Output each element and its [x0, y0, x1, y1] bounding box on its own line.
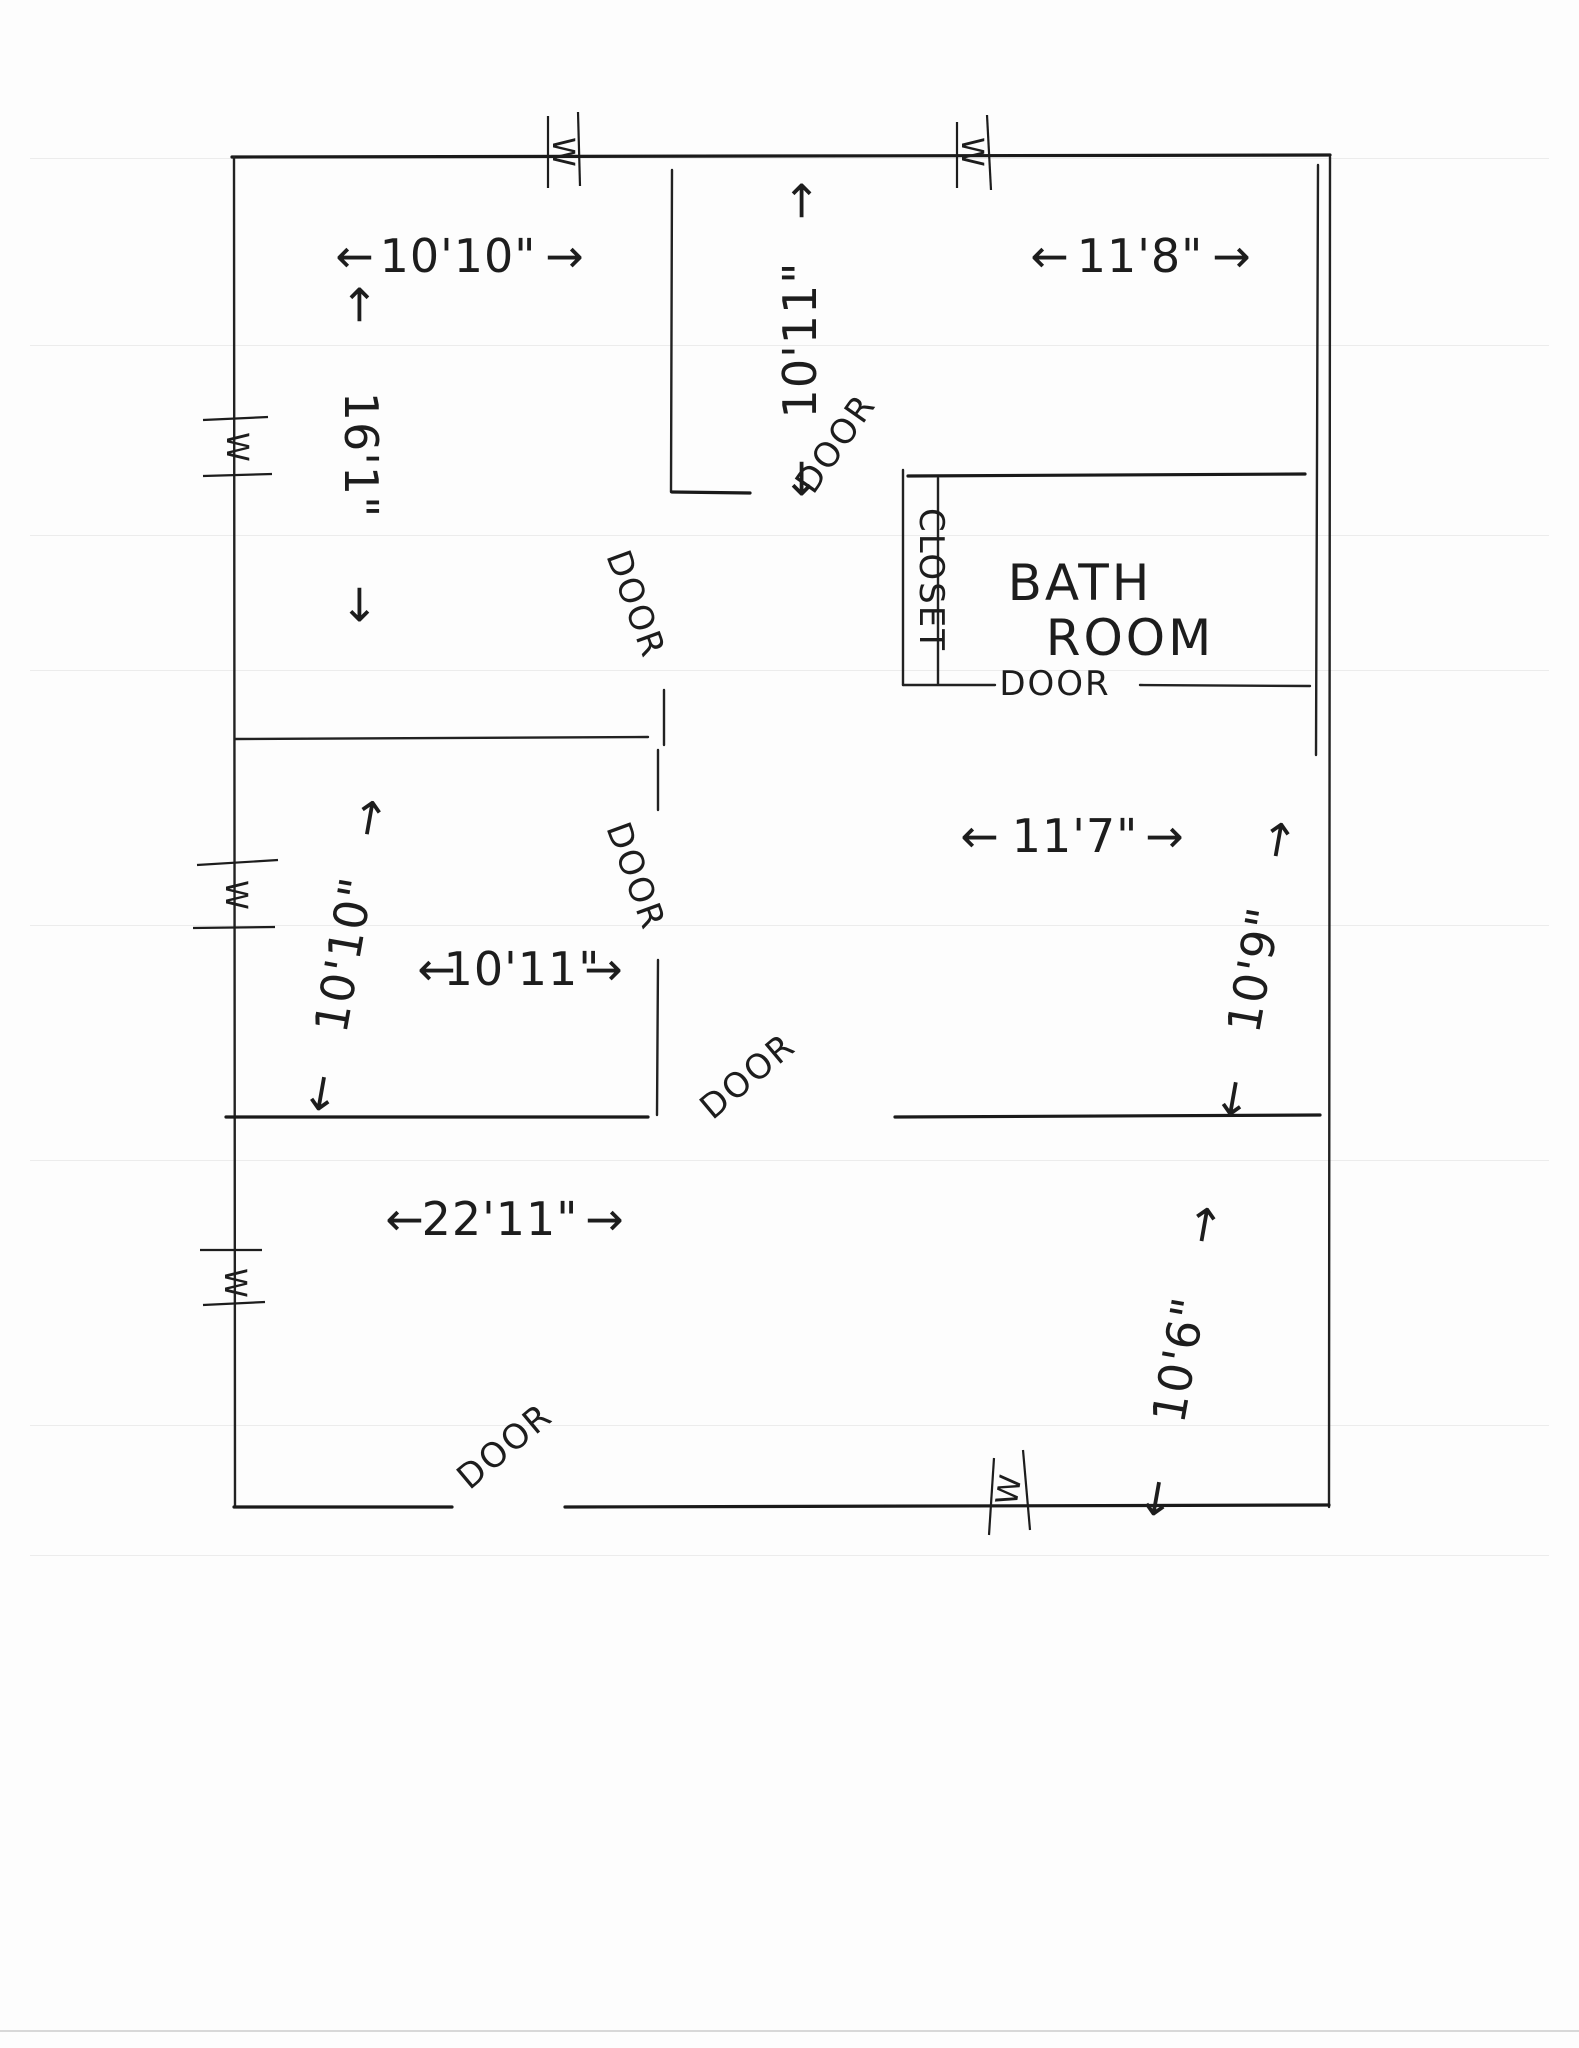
bathroom-top-wall: [906, 472, 1307, 478]
upper-left-length-dimension: 16'1" ← →: [334, 285, 388, 625]
svg-text:→: →: [585, 1192, 625, 1246]
svg-text:←: ←: [334, 285, 388, 325]
svg-text:←: ←: [1201, 1074, 1261, 1122]
door-label-front: DOOR: [449, 1395, 560, 1497]
ruled-line: [30, 158, 1549, 159]
svg-text:W: W: [219, 432, 254, 462]
outer-walls: [230, 153, 1332, 1509]
svg-text:→: →: [334, 585, 388, 625]
middle-right-room-bottom-wall: [893, 1113, 1322, 1119]
window-marker-top-1: W: [545, 111, 582, 188]
svg-text:←: ←: [1030, 229, 1070, 283]
dimension-labels: 10'10" ← → 16'1" ← → 10'11" ← → 11'8" ← …: [290, 180, 1307, 1522]
window-marker-left-2: W: [192, 858, 279, 930]
svg-text:16'1": 16'1": [334, 392, 388, 519]
bottom-room-length-dimension: 10'6" ← →: [1125, 1200, 1233, 1522]
interior-walls: [224, 168, 1322, 1119]
svg-text:11'8": 11'8": [1077, 229, 1204, 283]
svg-text:→: →: [1173, 1200, 1233, 1248]
svg-text:←: ←: [290, 1069, 350, 1117]
middle-right-length-dimension: 10'9" ← →: [1201, 815, 1307, 1122]
svg-text:→: →: [584, 942, 624, 996]
right-wall-inner-line: [1314, 163, 1320, 757]
svg-text:W: W: [990, 1472, 1030, 1507]
svg-text:←: ←: [385, 1192, 425, 1246]
bottom-room-width-dimension: 22'11" ← →: [385, 1192, 625, 1246]
ruled-line: [30, 1555, 1549, 1556]
svg-text:10'10": 10'10": [304, 873, 384, 1037]
door-label-upper-left: DOOR: [598, 545, 674, 663]
window-marker-left-1: W: [202, 415, 273, 478]
ruled-line: [30, 1160, 1549, 1161]
window-marker-left-3: W: [200, 1248, 266, 1307]
door-label-middle-left: DOOR: [598, 817, 674, 935]
door-label-hall: DOOR: [692, 1025, 803, 1127]
svg-text:W: W: [954, 137, 989, 167]
svg-text:←: ←: [417, 942, 457, 996]
svg-text:→: →: [1247, 815, 1307, 863]
svg-text:→: →: [338, 793, 398, 841]
middle-right-width-dimension: 11'7" ← →: [960, 809, 1185, 863]
middle-left-room-right-wall-bottom: [655, 958, 660, 1117]
window-markers: W W W W W: [192, 111, 1032, 1536]
svg-text:←: ←: [335, 229, 375, 283]
svg-text:11'7": 11'7": [1012, 809, 1139, 863]
bathroom-bottom-wall-right: [1138, 683, 1312, 688]
right-wall: [1327, 155, 1332, 1509]
ruled-line: [30, 1425, 1549, 1426]
svg-text:→: →: [773, 180, 827, 220]
upper-left-width-dimension: 10'10" ← →: [335, 229, 585, 283]
upper-middle-room-wall-stub: [670, 490, 752, 495]
door-label-bathroom: DOOR: [999, 664, 1110, 704]
bottom-wall-right-segment: [563, 1503, 1331, 1509]
ruled-line: [30, 535, 1549, 536]
svg-text:10'11": 10'11": [444, 942, 601, 996]
svg-text:→: →: [1145, 809, 1185, 863]
upper-left-room-bottom-wall: [233, 735, 650, 741]
left-wall: [232, 155, 237, 1509]
ruled-line: [30, 670, 1549, 671]
closet-label: CLOSET: [911, 508, 951, 652]
svg-text:10'10": 10'10": [380, 229, 537, 283]
ruled-line: [30, 345, 1549, 346]
svg-text:W: W: [545, 137, 580, 167]
bathroom-label-line1: BATH: [1008, 554, 1153, 612]
svg-text:22'11": 22'11": [422, 1192, 579, 1246]
upper-middle-length-dimension: 10'11" ← →: [773, 180, 827, 498]
svg-text:10'6": 10'6": [1141, 1293, 1216, 1427]
ruled-line: [30, 925, 1549, 926]
window-marker-top-2: W: [954, 114, 993, 191]
svg-text:W: W: [217, 1268, 252, 1298]
svg-text:←: ←: [773, 458, 827, 498]
middle-left-length-dimension: 10'10" ← →: [290, 793, 399, 1117]
scan-edge-line: [0, 2030, 1579, 2032]
svg-text:→: →: [545, 229, 585, 283]
upper-right-width-dimension: 11'8" ← →: [1030, 229, 1252, 283]
middle-left-width-dimension: 10'11" ← →: [417, 942, 624, 996]
svg-text:→: →: [1212, 229, 1252, 283]
svg-text:←: ←: [960, 809, 1000, 863]
svg-text:10'11": 10'11": [773, 262, 827, 419]
svg-text:10'9": 10'9": [1216, 903, 1291, 1037]
svg-text:←: ←: [1125, 1474, 1185, 1522]
top-wall: [230, 153, 1332, 159]
bathroom-label-line2: ROOM: [1046, 609, 1215, 667]
window-marker-bottom: W: [987, 1449, 1032, 1536]
upper-middle-room-left-wall: [669, 168, 674, 494]
svg-text:W: W: [218, 880, 253, 910]
room-labels: CLOSET BATH ROOM: [911, 508, 1215, 667]
